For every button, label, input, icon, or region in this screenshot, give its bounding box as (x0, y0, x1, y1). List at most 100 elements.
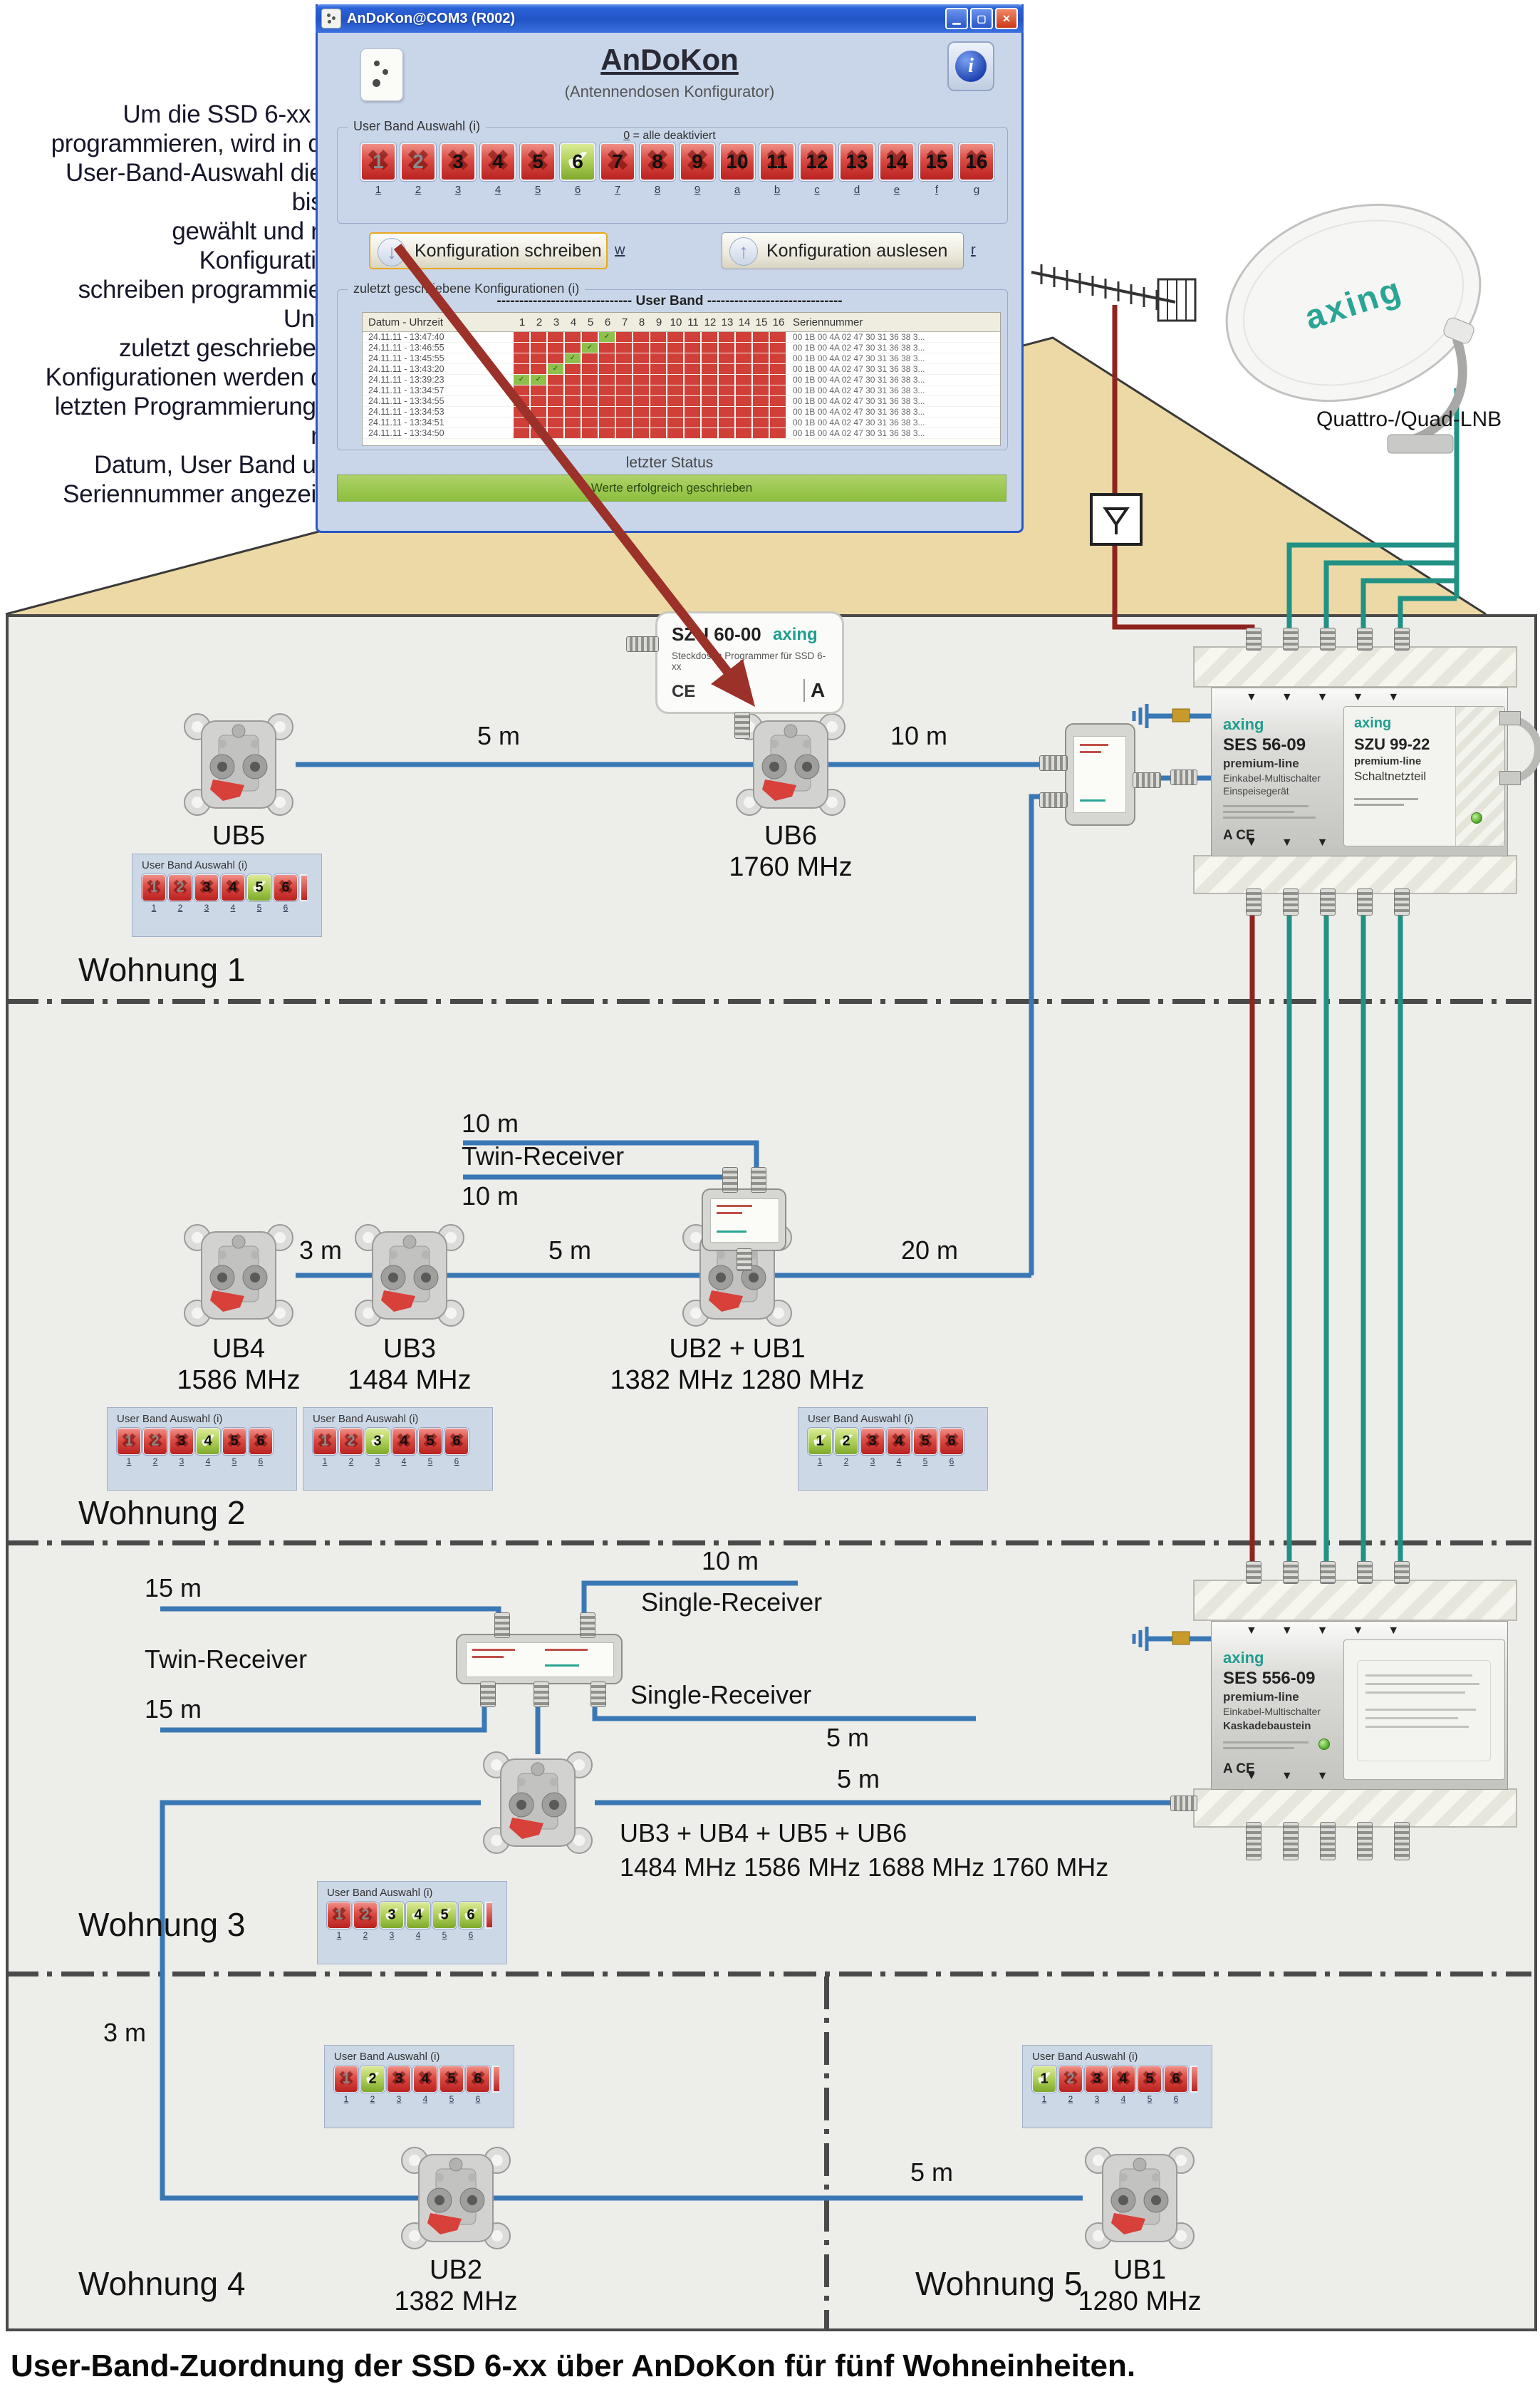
band-cell (514, 428, 531, 438)
figure-caption: User-Band-Zuordnung der SSD 6-xx über An… (11, 2348, 1136, 2383)
userband-6-button[interactable]: ✔6 (459, 1902, 483, 1929)
band-cell (531, 396, 548, 406)
userband-5-button[interactable]: ✖5 (913, 1428, 937, 1455)
band-cell (770, 396, 787, 406)
userband-6-button[interactable]: ✖6 (444, 1428, 469, 1455)
band-cell (753, 396, 770, 406)
band-cell (616, 418, 633, 428)
userband-4-button[interactable]: ✖4 (221, 874, 245, 901)
userband-2-button[interactable]: ✖2 (339, 1428, 363, 1455)
userband-4-button[interactable]: ✔4 (406, 1902, 430, 1929)
userband-6-button[interactable]: ✖6 (940, 1428, 964, 1455)
cross-icon: ✖ (925, 145, 949, 177)
write-config-button[interactable]: ↓ Konfiguration schreiben (369, 232, 608, 269)
userband-1-button[interactable]: ✖1 (360, 143, 396, 181)
userband-6-button[interactable]: ✖6 (466, 2066, 490, 2093)
userband-13-button[interactable]: ✖13 (839, 143, 875, 181)
userband-4-button[interactable]: ✖4 (413, 2066, 437, 2093)
band-cell (685, 385, 702, 395)
ub2-label: UB2 (430, 2255, 482, 2285)
userband-16-button[interactable]: ✖16 (959, 143, 994, 181)
userband-3-button[interactable]: ✖3 (387, 2066, 411, 2093)
userband-2-button[interactable]: ✖2 (1058, 2066, 1083, 2093)
userband-6-button[interactable]: ✔6 (560, 143, 595, 181)
userband-3-button[interactable]: ✖3 (194, 874, 219, 901)
userband-3-button[interactable]: ✔3 (365, 1428, 390, 1455)
userband-1-button[interactable]: ✖1 (117, 1428, 141, 1455)
userband-6-button[interactable]: ✖6 (274, 874, 298, 901)
band-cell (565, 418, 582, 428)
userband-16-shortcut: g (973, 184, 980, 196)
ub6-label: UB6 (764, 821, 817, 851)
userband-10-button[interactable]: ✖10 (719, 143, 755, 181)
band-cell (650, 343, 667, 353)
userband-1-button[interactable]: ✖1 (313, 1428, 337, 1455)
table-row[interactable]: 24.11.11 - 13:45:55✓00 1B 00 4A 02 47 30… (363, 353, 1000, 364)
userband-1-button[interactable]: ✖1 (334, 2066, 358, 2093)
band-cell (753, 375, 770, 385)
close-button[interactable]: ✕ (995, 8, 1018, 29)
userband-2-button[interactable]: ✔2 (360, 2066, 385, 2093)
table-row[interactable]: 24.11.11 - 13:47:40✓00 1B 00 4A 02 47 30… (363, 332, 1000, 343)
userband-15-button[interactable]: ✖15 (919, 143, 954, 181)
read-config-button[interactable]: ↑ Konfiguration auslesen (722, 232, 964, 269)
band-cell (719, 332, 736, 342)
minimize-button[interactable]: ▁ (945, 8, 968, 29)
userband-3-button[interactable]: ✖3 (860, 1428, 885, 1455)
band-cell: ✓ (582, 343, 599, 353)
w3-single1-label: Single-Receiver (641, 1587, 823, 1617)
userband-11-button[interactable]: ✖11 (759, 143, 795, 181)
userband-4-button[interactable]: ✖4 (1111, 2066, 1135, 2093)
band-cell (667, 353, 685, 363)
userband-1-button[interactable]: ✔1 (1032, 2066, 1056, 2093)
userband-9-button[interactable]: ✖9 (680, 143, 715, 181)
userband-5-button[interactable]: ✖5 (1138, 2066, 1162, 2093)
userband-4-button[interactable]: ✔4 (196, 1428, 220, 1455)
userband-5-button[interactable]: ✖5 (418, 1428, 442, 1455)
userband-1-button[interactable]: ✔1 (808, 1428, 832, 1455)
userband-6-button[interactable]: ✖6 (1164, 2066, 1188, 2093)
userband-5-button[interactable]: ✔5 (432, 1902, 457, 1929)
info-button[interactable]: i (947, 41, 994, 91)
userband-3-button[interactable]: ✖3 (170, 1428, 194, 1455)
userband-4-button[interactable]: ✖4 (392, 1428, 416, 1455)
userband-5-button[interactable]: ✖5 (222, 1428, 246, 1455)
userband-3-button[interactable]: ✖3 (440, 143, 476, 181)
userband-2-button[interactable]: ✖2 (168, 874, 192, 901)
band-cell (565, 364, 582, 374)
table-row[interactable]: 24.11.11 - 13:43:20✓00 1B 00 4A 02 47 30… (363, 364, 1000, 375)
userband-2-button[interactable]: ✖2 (353, 1902, 378, 1929)
window-titlebar[interactable]: AnDoKon@COM3 (R002) ▁ ▢ ✕ (316, 4, 1024, 33)
maximize-button[interactable]: ▢ (970, 8, 993, 29)
userband-5-button[interactable]: ✖5 (439, 2066, 464, 2093)
userband-4-button[interactable]: ✖4 (480, 143, 516, 181)
userband-3-button[interactable]: ✔3 (380, 1902, 404, 1929)
userband-1-button[interactable]: ✖1 (327, 1902, 351, 1929)
band-cell (531, 353, 548, 363)
userband-2-button[interactable]: ✖2 (143, 1428, 167, 1455)
band-cell (667, 385, 685, 395)
userband-6-button[interactable]: ✖6 (249, 1428, 273, 1455)
band-cell (770, 407, 787, 417)
userband-5-button[interactable]: ✖5 (520, 143, 556, 181)
table-row[interactable]: 24.11.11 - 13:39:23✓✓00 1B 00 4A 02 47 3… (363, 375, 1000, 385)
table-row[interactable]: 24.11.11 - 13:46:55✓00 1B 00 4A 02 47 30… (363, 343, 1000, 353)
userband-5-button[interactable]: ✔5 (247, 874, 271, 901)
userband-1-button[interactable]: ✖1 (142, 874, 166, 901)
userband-2-button[interactable]: ✖2 (400, 143, 436, 181)
userband-2-button[interactable]: ✔2 (834, 1428, 858, 1455)
userband-3-button[interactable]: ✖3 (1085, 2066, 1109, 2093)
band-cell (633, 396, 650, 406)
userband-4-button[interactable]: ✖4 (887, 1428, 911, 1455)
userband-14-button[interactable]: ✖14 (879, 143, 915, 181)
userband-12-button[interactable]: ✖12 (799, 143, 835, 181)
userband-7-button[interactable]: ✖7 (600, 143, 635, 181)
userband-8-button[interactable]: ✖8 (640, 143, 675, 181)
